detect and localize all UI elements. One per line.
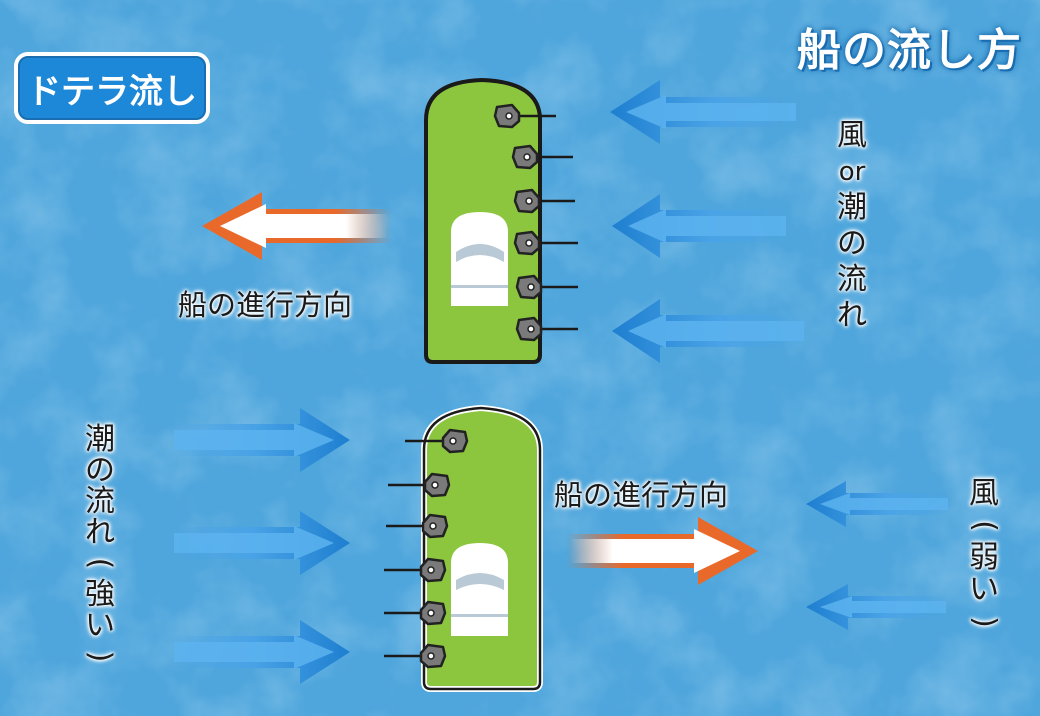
label-char: 流 [837, 262, 867, 297]
label-char: れ [85, 515, 115, 550]
label-char: 風 [969, 476, 999, 511]
sinker [419, 557, 447, 583]
method-badge: ドテラ流し [14, 52, 210, 124]
label-char: 強 [85, 577, 115, 612]
bottom-heading-arrow [566, 517, 758, 585]
label-char: 風 [837, 118, 867, 153]
cabin [451, 543, 508, 636]
sinker [419, 600, 447, 626]
sinker [493, 103, 521, 129]
label-char: の [837, 226, 867, 261]
label-char: 潮 [837, 190, 867, 225]
bottom-boat [421, 404, 543, 692]
top-flow-arrows [610, 80, 808, 363]
sinker [511, 144, 539, 170]
label-char: ) [967, 616, 1002, 628]
flow-arrow [610, 80, 800, 144]
flow-arrow [170, 408, 350, 472]
bottom-wind-arrows [806, 481, 952, 630]
sinker [419, 643, 447, 669]
flow-arrow [806, 584, 950, 630]
flow-arrow [806, 481, 952, 527]
bottom-tide-arrows [170, 408, 350, 684]
label-char: ( [82, 557, 118, 570]
label-char: い [969, 572, 999, 607]
top-heading-label: 船の進行方向 [178, 288, 353, 322]
label-char: ( [967, 520, 1002, 532]
flow-arrow [612, 194, 790, 258]
label-char: 潮 [85, 422, 115, 457]
label-char: い [85, 608, 115, 643]
bottom-right-label: 風 ( 弱 い ) [964, 478, 1004, 638]
top-side-label: 風 or 潮 の 流 れ [832, 118, 872, 334]
label-char: の [85, 453, 115, 488]
flow-arrow [612, 299, 808, 363]
top-heading-arrow [202, 192, 392, 260]
bottom-sinker-lines [384, 428, 469, 669]
sinker [421, 513, 449, 539]
label-char: れ [837, 298, 867, 333]
top-sinker-lines [493, 103, 578, 342]
cabin [451, 212, 508, 306]
sinker [441, 428, 469, 454]
sinker [513, 230, 541, 256]
label-char: 流 [85, 484, 115, 519]
bottom-left-label: 潮 の 流 れ ( 強 い ) [80, 424, 120, 672]
sinker [515, 274, 543, 300]
bottom-heading-label: 船の進行方向 [554, 478, 729, 512]
label-char: 弱 [969, 540, 999, 575]
page-title: 船の流し方 [797, 25, 1022, 76]
sinker [513, 188, 541, 214]
sinker [423, 472, 451, 498]
label-char: ) [82, 650, 118, 663]
sinker [515, 316, 543, 342]
flow-arrow [170, 511, 350, 575]
flow-arrow [170, 620, 350, 684]
label-char: or [838, 157, 866, 187]
top-boat [424, 77, 542, 364]
